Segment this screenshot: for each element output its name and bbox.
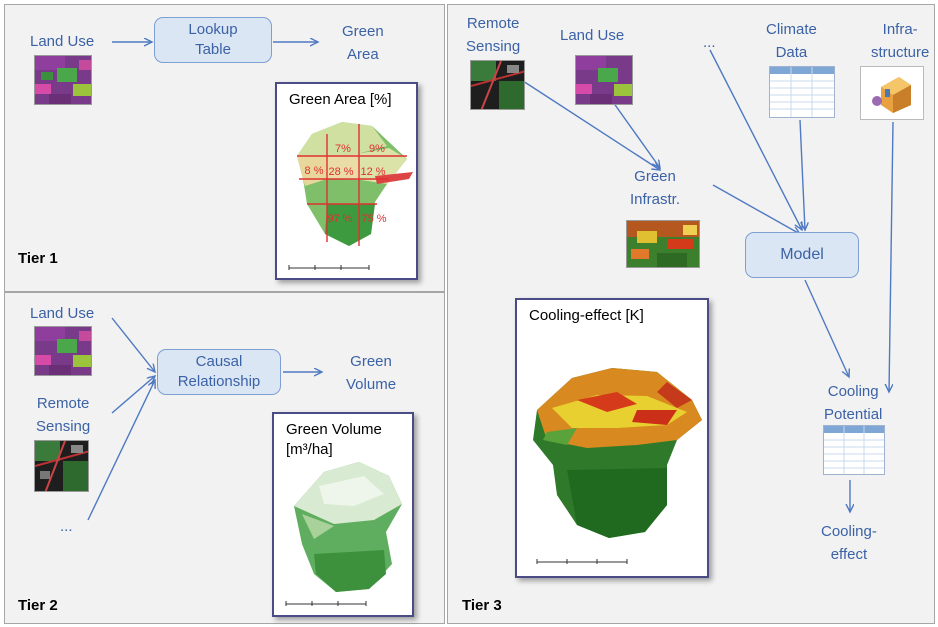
tier2-ellipsis: ... [60,518,73,535]
green-volume-map-title: Green Volume[m³/ha] [286,421,382,458]
map-value-28: 28 % [328,166,353,178]
cooling-effect-map: Cooling-effect [K] [515,298,709,578]
map-value-8: 8 % [305,165,324,177]
tier2-label: Tier 2 [18,597,58,614]
tier2-land-use-label: Land Use [30,305,95,322]
arrow-climate-model [799,119,805,230]
cooling-potential-table-icon [823,425,885,475]
map-value-9: 9% [369,143,385,155]
arrow-infra-coolingpotential [889,121,894,392]
green-infrastr-thumbnail [626,220,700,268]
map-value-97: 97 % [327,213,352,225]
arrow-ellipsis-model [709,49,802,230]
arrow-model-coolingpotential [804,279,849,377]
map-value-12: 12 % [360,166,385,178]
cooling-effect-label: Cooling-effect [821,523,877,563]
infrastructure-label: Infra-structure [871,21,930,61]
tier3-label: Tier 3 [462,597,502,614]
arrow-ellipsis-causal [87,380,155,521]
tier1-land-use-label: Land Use [30,33,95,50]
map-value-75: 75 % [361,213,386,225]
arrow-rs-greeninfra [502,67,660,170]
tier3-land-use-label: Land Use [560,27,625,44]
map-value-7: 7% [335,143,351,155]
arrow-landuse-greeninfra [612,101,660,168]
arrow-greeninfra-model [712,184,800,234]
tier3-remote-sensing-thumbnail [470,60,525,110]
green-area-map-graphic: 7% 9% 8 % 28 % 12 % 97 % 75 % [288,122,413,270]
cooling-effect-map-graphic [533,368,702,564]
green-volume-map: Green Volume[m³/ha] [272,412,414,617]
tier1-land-use-thumbnail [34,55,92,105]
tier2-land-use-thumbnail [34,326,92,376]
green-area-map-title: Green Area [%] [289,91,392,108]
climate-data-table-icon [769,66,835,118]
infrastructure-icon [860,66,924,120]
green-volume-map-graphic [285,462,402,606]
arrow-landuse-causal [111,317,155,372]
tier3-land-use-thumbnail [575,55,633,105]
arrow-rs-causal [111,376,155,414]
tier1-label: Tier 1 [18,250,58,267]
tier3-ellipsis: ... [703,34,716,51]
model-box: Model [745,232,859,278]
cooling-effect-map-title: Cooling-effect [K] [529,307,644,324]
tier2-remote-sensing-thumbnail [34,440,89,492]
green-area-map: Green Area [%] 7% 9% 8 % 28 % 12 % 97 % … [275,82,418,280]
